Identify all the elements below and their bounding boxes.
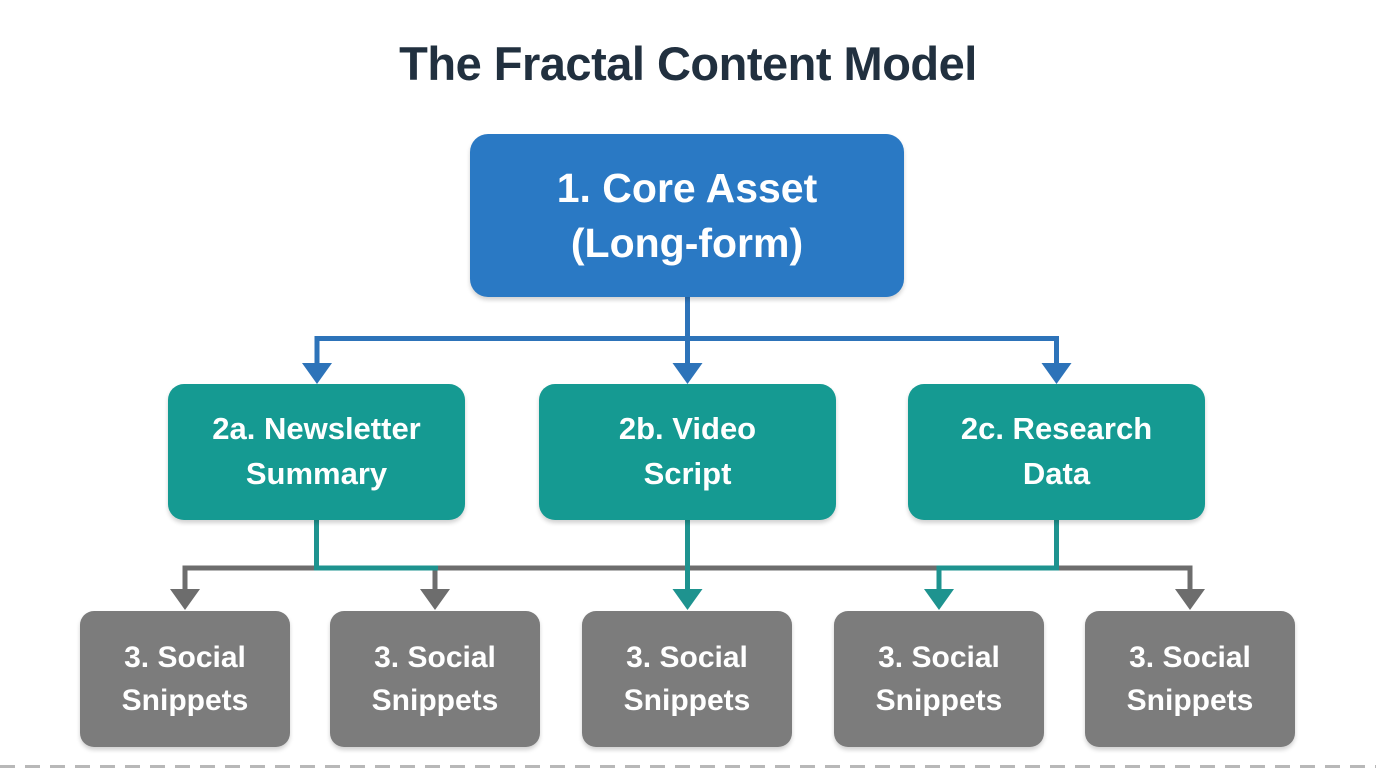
node-label-line1: 3. Social	[124, 640, 246, 674]
gray-arrowhead-5	[1175, 589, 1205, 610]
node-label-line2: Snippets	[1126, 684, 1254, 717]
node-label-line1: 3. Social	[374, 640, 496, 674]
teal-arrowhead-4	[924, 589, 954, 610]
teal-feed-research	[936, 519, 1059, 590]
node-label-line2: Snippets	[875, 684, 1003, 717]
blue-arrowhead-1	[302, 363, 332, 384]
node-label-line1: 2a. Newsletter	[212, 411, 421, 447]
node-social-snippets-5: 3. Social Snippets	[1085, 611, 1295, 747]
node-label-line1: 3. Social	[1129, 640, 1251, 674]
node-label-line2: Snippets	[121, 684, 249, 717]
node-label-line2: Script	[643, 456, 732, 491]
node-label-line1: 3. Social	[626, 640, 748, 674]
node-label-line1: 1. Core Asset	[556, 165, 818, 212]
node-social-snippets-3: 3. Social Snippets	[582, 611, 792, 747]
node-label-line2: Data	[1022, 456, 1091, 491]
node-newsletter-summary: 2a. Newsletter Summary	[168, 384, 465, 520]
node-label-line2: Snippets	[371, 684, 499, 717]
diagram-title: The Fractal Content Model	[399, 37, 977, 90]
bottom-dashed-line	[0, 765, 1376, 768]
node-label-line1: 2b. Video	[618, 411, 757, 447]
gray-arrowhead-1	[170, 589, 200, 610]
gray-arrowhead-2	[420, 589, 450, 610]
node-video-script: 2b. Video Script	[539, 384, 836, 520]
node-social-snippets-1: 3. Social Snippets	[80, 611, 290, 747]
node-social-snippets-4: 3. Social Snippets	[834, 611, 1044, 747]
blue-bus-line	[314, 336, 1059, 364]
teal-arrowhead-3	[672, 589, 703, 610]
blue-arrowhead-3	[1041, 363, 1072, 384]
node-label-line2: Snippets	[623, 684, 751, 717]
node-social-snippets-2: 3. Social Snippets	[330, 611, 540, 747]
node-label-line1: 3. Social	[878, 640, 1000, 674]
node-core-asset: 1. Core Asset (Long-form)	[470, 134, 904, 297]
node-research-data: 2c. Research Data	[908, 384, 1205, 520]
node-label-line2: Summary	[245, 456, 388, 491]
teal-feed-newsletter	[314, 519, 438, 571]
node-label-line2: (Long-form)	[570, 219, 804, 266]
node-label-line1: 2c. Research	[960, 411, 1153, 447]
blue-arrowhead-2	[672, 363, 703, 384]
